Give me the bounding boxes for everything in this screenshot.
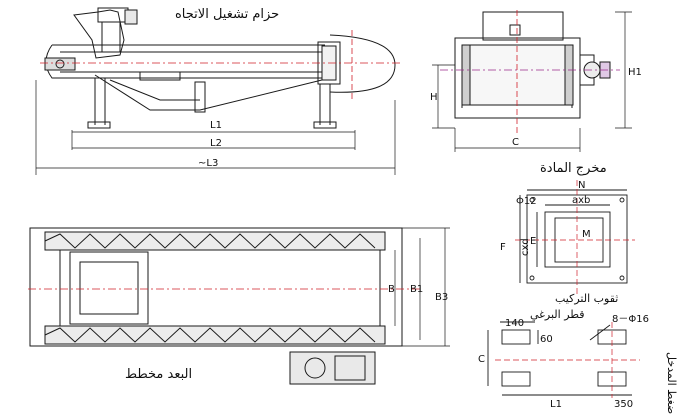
side-view-title: حزام تشغيل الاتجاه	[175, 7, 279, 22]
dim-60: 60	[540, 334, 553, 345]
dim-H: H	[430, 92, 438, 103]
top-view	[29, 227, 403, 385]
dim-C-holes: C	[478, 354, 485, 365]
end-dimensions	[432, 11, 632, 152]
dim-axb: axb	[572, 195, 590, 206]
outlet-title: مخرج المادة	[540, 161, 607, 176]
dim-L2: L2	[210, 138, 222, 149]
dim-B: B	[388, 284, 395, 295]
side-view	[44, 7, 396, 129]
dim-350: 350	[614, 399, 633, 410]
dim-cxd: cxd	[520, 238, 531, 256]
dim-E: E	[530, 236, 536, 247]
dim-H1: H1	[628, 67, 642, 78]
dim-L1: L1	[210, 120, 222, 131]
dim-140: 140	[505, 318, 524, 329]
dim-B1: B1	[410, 284, 423, 295]
bolt-hole-label: قطر البرغي	[530, 308, 585, 321]
holes-title: ثقوب التركيب	[555, 292, 618, 305]
dim-phi12: Φ12	[516, 196, 537, 207]
dim-phi16: 8－Φ16	[612, 314, 649, 325]
dim-N: N	[578, 180, 585, 191]
end-view	[454, 11, 611, 119]
hole-note: ضغط المدخل	[665, 352, 678, 414]
top-view-title: البعد مخطط	[125, 367, 192, 382]
dim-L3: ~L3	[198, 158, 218, 169]
dim-C: C	[512, 137, 519, 148]
dim-F: F	[500, 242, 506, 253]
dim-M: M	[582, 229, 591, 240]
side-dimensions	[35, 80, 396, 175]
dim-L1-holes: L1	[550, 399, 562, 410]
mounting-holes	[487, 321, 632, 396]
dim-B3: B3	[435, 292, 448, 303]
top-dimensions	[394, 227, 450, 347]
